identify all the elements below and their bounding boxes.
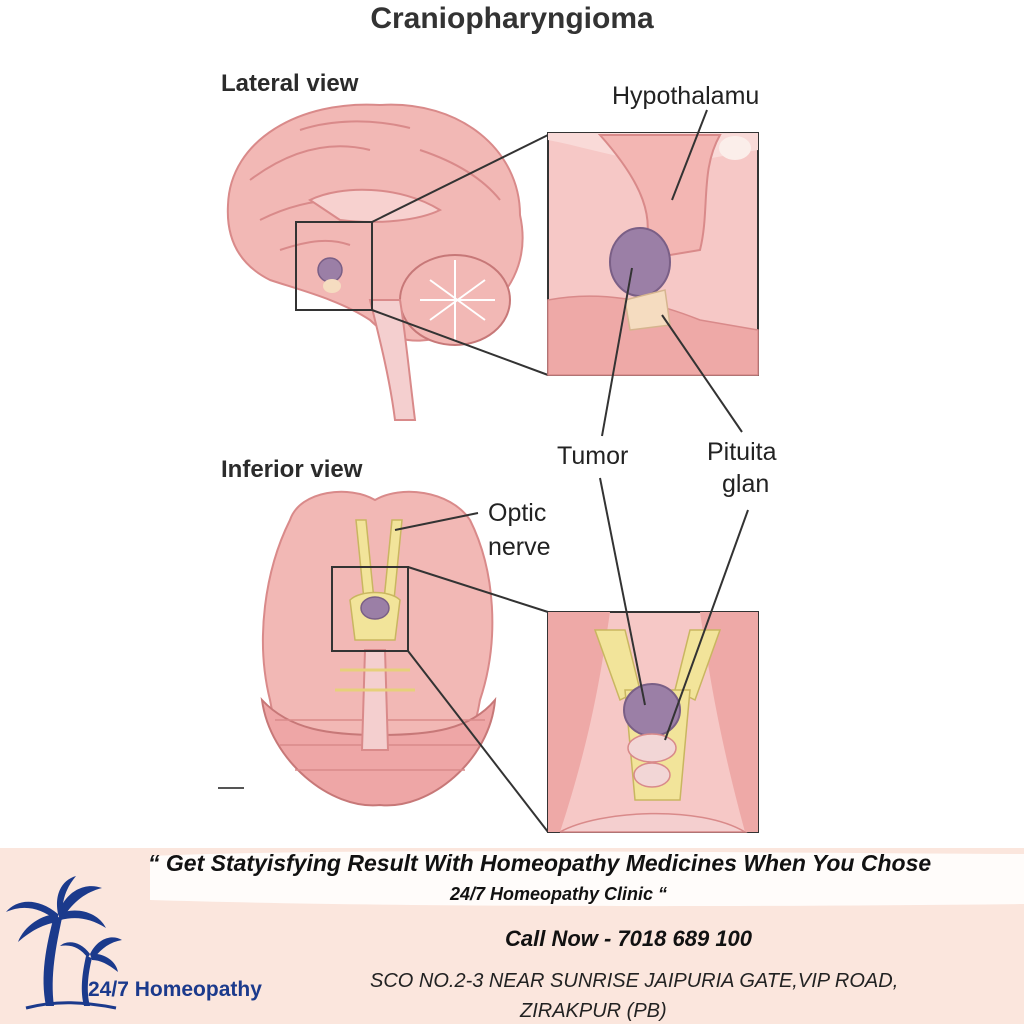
inferior-view-label: Inferior view: [221, 456, 363, 483]
quote-line-2: 24/7 Homeopathy Clinic “: [450, 884, 668, 904]
anatomy-illustration: [218, 103, 759, 833]
palm-tree-icon: [6, 876, 122, 1010]
optic-nerve-label-line1: Optic: [488, 499, 547, 527]
tumor-label: Tumor: [557, 442, 629, 470]
lateral-brain-drawing: [226, 103, 549, 421]
lateral-view-label: Lateral view: [221, 70, 359, 97]
address-line-1: SCO NO.2-3 NEAR SUNRISE JAIPURIA GATE,VI…: [370, 970, 899, 992]
quote-band: [150, 851, 1024, 907]
inferior-brain-drawing: [260, 490, 549, 833]
hypothalamus-label: Hypothalamu: [612, 82, 760, 110]
optic-nerve-label-line2: nerve: [488, 533, 551, 561]
quote-line-1: “ Get Statyisfying Result With Homeopath…: [148, 850, 932, 876]
pituitary-label-line2: glan: [722, 470, 770, 498]
address-line-2: ZIRAKPUR (PB): [520, 1000, 667, 1022]
call-now-text[interactable]: Call Now - 7018 689 100: [505, 926, 753, 951]
lateral-zoom-panel: [547, 132, 759, 376]
brand-name: 24/7 Homeopathy: [88, 978, 262, 1001]
pituitary-label-line1: Pituita: [707, 438, 777, 466]
inferior-zoom-panel: [547, 611, 759, 833]
page-title: Craniopharyngioma: [370, 2, 654, 35]
